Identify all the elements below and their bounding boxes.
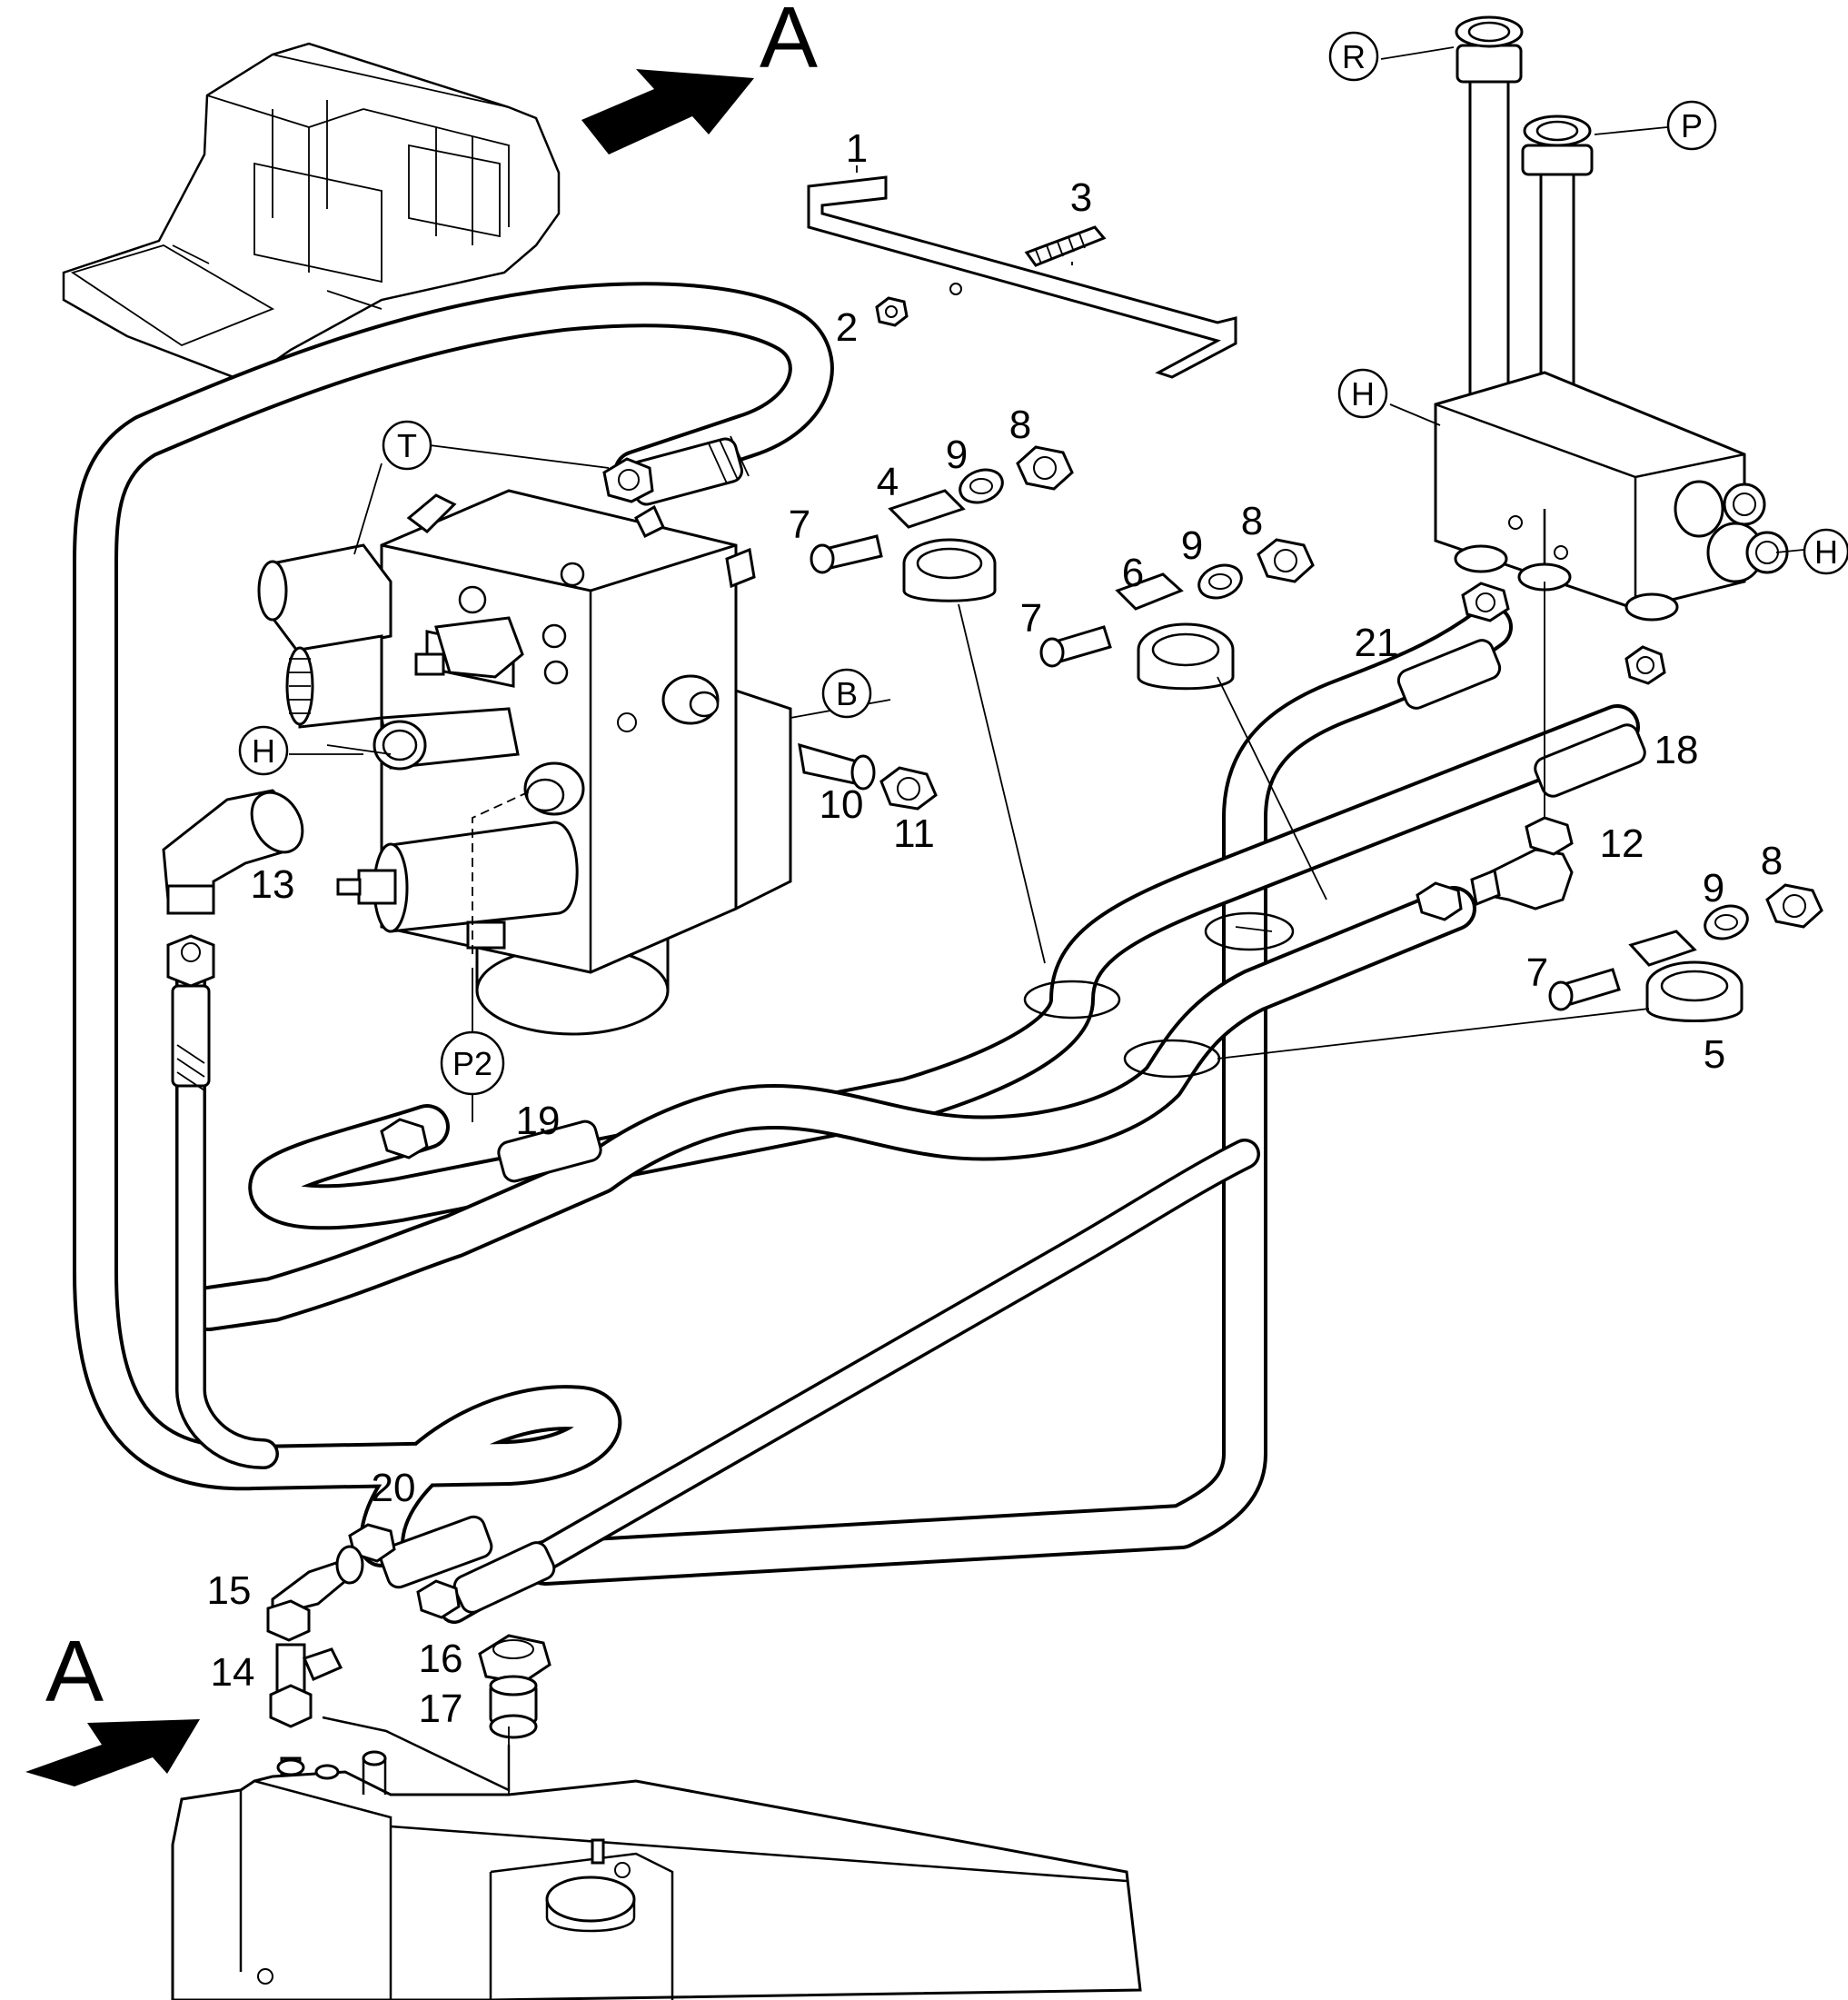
callout-19: 19 [516,1099,561,1143]
callout-18: 18 [1654,728,1699,772]
callout-8c: 8 [1761,839,1783,883]
callout-14: 14 [211,1650,255,1695]
svg-text:R: R [1342,38,1366,75]
pressure-switch [414,616,524,679]
callout-5: 5 [1704,1032,1725,1077]
view-arrow-bottom [25,1719,200,1786]
clamp-part-5 [1628,930,1744,1022]
view-label-top: A [760,0,818,86]
svg-text:H: H [1351,375,1375,413]
callout-3: 3 [1070,175,1092,220]
clamp-part-6 [1115,572,1235,691]
callout-6: 6 [1122,551,1144,595]
pipe-r [1455,15,1524,429]
hose-part-19 [248,704,1640,1230]
screw-part-7b [1039,625,1112,668]
screw-part-7a [810,534,883,574]
port-label-r: R [1328,31,1379,82]
callout-7c: 7 [1526,950,1548,995]
svg-text:H: H [1814,533,1838,571]
valve-port-b [661,674,720,725]
callout-7b: 7 [1020,596,1042,641]
port-label-t: T [382,420,432,471]
svg-text:T: T [397,427,417,464]
nut-part-8a [1016,445,1074,491]
view-label-bottom: A [45,1623,104,1720]
hydraulic-tank [171,1716,1142,2000]
hose-fittings [166,457,1666,1619]
callout-12: 12 [1600,821,1644,866]
nut-part-8c [1765,883,1823,929]
solenoid-lower [336,821,579,950]
elbow-part-12 [1470,816,1574,910]
valve-port-p2 [523,761,585,816]
callout-2: 2 [836,305,858,350]
tee-part-14 [269,1643,343,1778]
clamp-part-4 [888,489,997,602]
port-label-p2: P2 [440,1030,505,1096]
callout-8a: 8 [1009,403,1031,447]
manifold-port-h-fittings [1674,480,1789,583]
solenoid-mid [285,634,383,729]
callout-16: 16 [419,1637,463,1681]
callout-10: 10 [820,782,864,827]
callout-21: 21 [1355,621,1399,665]
valve-port-fitting-h [373,707,520,771]
nut-part-8b [1257,538,1315,583]
callout-9c: 9 [1703,866,1724,910]
hose-sleeves [171,435,1646,1614]
callout-9b: 9 [1181,523,1203,568]
callout-13: 13 [251,862,295,907]
port-label-h-valve: H [238,725,289,776]
nut-part-16 [478,1634,551,1685]
hose-to-tank [439,1139,1260,1624]
fitting-part-10 [798,742,876,791]
manifold-block [1434,371,1746,622]
bracket-part-1 [807,175,1237,379]
port-label-h-manifold-top: H [1337,368,1388,419]
svg-text:P2: P2 [452,1045,492,1082]
view-arrow-top [581,69,754,154]
hose-long-loop [73,282,834,1567]
plug-part-17 [489,1675,538,1739]
callout-1: 1 [846,126,868,171]
callout-11: 11 [893,811,935,856]
callout-20: 20 [372,1466,416,1510]
elbow-part-13 [162,789,304,915]
svg-text:B: B [836,675,858,712]
nut-part-2 [875,296,909,327]
elbow-part-15 [266,1545,364,1642]
port-label-h-manifold-side: H [1803,528,1848,575]
svg-text:P: P [1681,107,1703,144]
port-label-b: B [821,668,872,719]
leader-lines [289,46,1804,1795]
solenoid-upper [257,543,392,656]
clamp-section-ellipses [1023,911,1295,1079]
hose-part-18 [186,886,1476,1331]
callout-15: 15 [207,1568,252,1613]
callout-8b: 8 [1241,499,1263,543]
washer-part-9a [959,468,1004,504]
callout-4: 4 [877,460,899,504]
machine-frame-thumbnail [62,42,561,383]
callout-17: 17 [419,1687,463,1731]
washer-part-9c [1704,904,1749,940]
nut-part-11 [879,766,938,811]
hose-part-13-vertical [175,961,279,1469]
port-label-p: P [1666,100,1717,151]
screw-part-7c [1548,968,1621,1011]
screw-part-3 [1024,225,1107,267]
svg-text:H: H [252,732,275,770]
washer-part-9b [1197,563,1243,600]
part-callouts: 1 2 3 4 5 6 7 7 7 8 8 8 9 9 9 10 11 12 1… [207,126,1783,1731]
callout-9a: 9 [946,433,968,477]
callout-7a: 7 [789,502,810,547]
